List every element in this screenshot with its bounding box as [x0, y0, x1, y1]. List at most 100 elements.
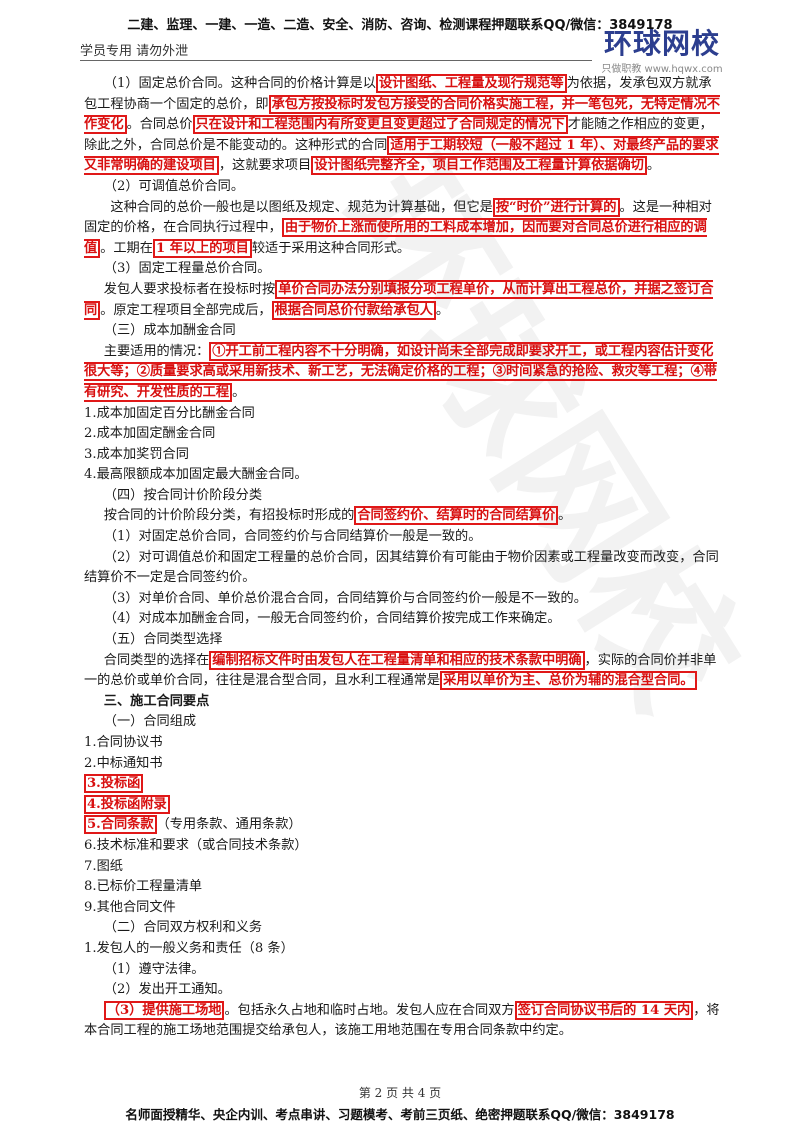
highlighted-text: 编制招标文件时由发包人在工程量清单和相应的技术条款中明确 — [209, 650, 585, 670]
header-ad-text: 二建、监理、一建、一造、二造、安全、消防、咨询、检测课程押题联系QQ/微信：38… — [127, 18, 673, 33]
body-text: （1）固定总价合同。这种合同的价格计算是以 — [103, 76, 376, 91]
body-text: 这种合同的总价一般也是以图纸及规定、规范为计算基础，但它是 — [110, 199, 493, 215]
highlighted-text: 5.合同条款 — [84, 815, 157, 835]
body-text: 1.成本加固定百分比酬金合同 — [84, 405, 255, 421]
para-site-provision: （3）提供施工场地。包括永久占地和临时占地。发包人应在合同双方签订合同协议书后的… — [84, 1000, 724, 1042]
list-item: （1）遵守法律。 — [84, 960, 724, 981]
body-text: （五）合同类型选择 — [103, 632, 223, 648]
heading-contract-composition: （一）合同组成 — [84, 712, 724, 733]
list-item: 3.成本加奖罚合同 — [84, 445, 724, 466]
body-text: （2）对可调值总价和固定工程量的总价合同，因其结算价有可能由于物价因素或工程量改… — [84, 549, 719, 586]
para-fixed-total: （1）固定总价合同。这种合同的价格计算是以设计图纸、工程量及现行规范等为依据，发… — [84, 74, 724, 177]
body-text: （一）合同组成 — [103, 714, 197, 730]
list-item: 4.投标函附录 — [84, 794, 724, 816]
body-text: ，实际的合同价并非单一的总价或单价合同，往往是混合型合同，且水利工程通常是 — [84, 652, 717, 689]
header-divider — [80, 60, 592, 61]
body-text: （专用条款、通用条款） — [156, 817, 302, 833]
body-text: 。合同总价 — [126, 117, 193, 133]
footer-ad-text: 名师面授精华、央企内训、考点串讲、习题模考、考前三页纸、绝密押题联系QQ/微信：… — [125, 1107, 675, 1122]
body-text: 2.成本加固定酬金合同 — [84, 426, 216, 442]
body-text: 。工期在 — [100, 240, 153, 256]
section-heading-text: 三、施工合同要点 — [103, 693, 210, 709]
para-adjustable-title: （2）可调值总价合同。 — [84, 177, 724, 198]
body-text: 。 — [435, 302, 450, 318]
para-fixed-quantity-body: 发包人要求投标者在投标时按单价合同办法分别填报分项工程单价，从而计算出工程总价，… — [84, 279, 724, 321]
para-stage-3: （3）对单价合同、单价总价混合合同，合同结算价与合同签约价一般是不一致的。 — [84, 589, 724, 610]
highlighted-text: 4.投标函附录 — [84, 794, 170, 814]
highlighted-text: 设计图纸完整齐全，项目工作范围及工程量计算依据确切 — [311, 156, 647, 176]
list-item: 3.投标函 — [84, 774, 724, 795]
body-text: 。 — [232, 384, 246, 400]
body-text: 3.成本加奖罚合同 — [84, 446, 189, 462]
body-text: 。包括永久占地和临时占地。发包人应在合同双方 — [224, 1002, 515, 1018]
para-stage-1: （1）对固定总价合同，合同签约价与合同结算价一般是一致的。 — [84, 527, 724, 548]
body-text: 1.发包人的一般义务和责任（8 条） — [84, 940, 294, 956]
body-text: ，这就要求项目 — [218, 158, 312, 174]
body-text: 。 — [558, 508, 572, 524]
list-item: 9.其他合同文件 — [84, 898, 724, 919]
highlighted-text: 只在设计和工程范围内有所变更且变更超过了合同规定的情况下 — [192, 115, 568, 135]
para-type-selection: 合同类型的选择在编制招标文件时由发包人在工程量清单和相应的技术条款中明确，实际的… — [84, 650, 724, 692]
highlighted-text: 签订合同协议书后的 14 天内 — [514, 1000, 694, 1020]
list-item: 7.图纸 — [84, 857, 724, 878]
list-item: 6.技术标准和要求（或合同技术条款） — [84, 836, 724, 857]
list-item: 1.合同协议书 — [84, 733, 724, 754]
para-stage-2: （2）对可调值总价和固定工程量的总价合同，因其结算价有可能由于物价因素或工程量改… — [84, 548, 724, 589]
body-text: 按合同的计价阶段分类，有招投标时形成的 — [103, 508, 355, 524]
body-text: 8.已标价工程量清单 — [84, 879, 203, 895]
highlighted-text: 根据合同总价付款给承包人 — [271, 300, 436, 320]
highlighted-text: （3）提供施工场地 — [103, 1000, 225, 1020]
highlighted-text: 采用以单价为主、总价为辅的混合型合同。 — [440, 671, 697, 691]
body-text: （4）对成本加酬金合同，一般无合同签约价，合同结算价按完成工作来确定。 — [103, 611, 561, 627]
body-text: （2）可调值总价合同。 — [103, 178, 245, 194]
para-pricing-stage: 按合同的计价阶段分类，有招投标时形成的合同签约价、结算时的合同结算价。 — [84, 506, 724, 527]
body-text: 合同类型的选择在 — [103, 652, 210, 668]
body-text: 为依据，发承包双方就承包工程协商一个固定的总价，即 — [84, 76, 712, 112]
para-fixed-quantity-title: （3）固定工程量总价合同。 — [84, 259, 724, 280]
section-title-key-points: 三、施工合同要点 — [84, 692, 724, 713]
body-text: 7.图纸 — [84, 858, 123, 874]
body-text: （二）合同双方权利和义务 — [103, 920, 263, 936]
logo-text: 环球网校 — [603, 27, 720, 60]
heading-pricing-stage: （四）按合同计价阶段分类 — [84, 486, 724, 507]
highlighted-text: 1 年以上的项目 — [152, 238, 252, 258]
body-text: （四）按合同计价阶段分类 — [103, 487, 263, 503]
para-cost-plus-usage: 主要适用的情况：①开工前工程内容不十分明确，如设计尚未全部完成即要求开工，或工程… — [84, 341, 724, 404]
body-text: 9.其他合同文件 — [84, 899, 176, 915]
list-item: 8.已标价工程量清单 — [84, 877, 724, 898]
document-body: （1）固定总价合同。这种合同的价格计算是以设计图纸、工程量及现行规范等为依据，发… — [84, 74, 724, 1042]
heading-rights-obligations: （二）合同双方权利和义务 — [84, 918, 724, 939]
list-item: （2）发出开工通知。 — [84, 980, 724, 1001]
highlighted-text: 按“时价”进行计算的 — [492, 197, 620, 217]
body-text: ，将本合同工程的施工场地范围提交给承包人，该施工用地范围在专用合同条款中约定。 — [84, 1002, 720, 1039]
brand-logo: 环球网校 只做职教 www.hqwx.com — [592, 27, 732, 76]
body-text: （三）成本加酬金合同 — [103, 323, 236, 339]
body-text: 。原定工程项目全部完成后， — [100, 302, 272, 318]
list-item: 2.成本加固定酬金合同 — [84, 424, 724, 445]
highlighted-text: 合同签约价、结算时的合同结算价 — [354, 506, 559, 526]
body-text: （1）遵守法律。 — [103, 961, 205, 977]
body-text: 才能随之作相应的变更，除此之外，合同总价是不能变动的。这种形式的合同 — [84, 117, 713, 153]
body-text: 6.技术标准和要求（或合同技术条款） — [84, 837, 308, 853]
para-stage-4: （4）对成本加酬金合同，一般无合同签约价，合同结算价按完成工作来确定。 — [84, 609, 724, 630]
body-text: （1）对固定总价合同，合同签约价与合同结算价一般是一致的。 — [103, 529, 482, 545]
body-text: 发包人要求投标者在投标时按 — [103, 281, 276, 297]
body-text: 。这是一种相对固定的价格，在合同执行过程中， — [84, 199, 712, 236]
list-item: 5.合同条款（专用条款、通用条款） — [84, 815, 724, 836]
list-item: 2.中标通知书 — [84, 754, 724, 775]
body-text: 2.中标通知书 — [84, 755, 163, 771]
body-text: 4.最高限额成本加固定最大酬金合同。 — [84, 467, 308, 483]
logo-subtitle: 只做职教 www.hqwx.com — [601, 64, 723, 75]
body-text: 。 — [646, 158, 661, 174]
body-text: 1.合同协议书 — [84, 735, 163, 750]
body-text: 较适于采用这种合同形式。 — [251, 240, 411, 256]
highlighted-text: 3.投标函 — [84, 774, 144, 794]
highlighted-text: 适用于工期较短（一般不超过 1 年）、对最终产品的要求又非常明确的建设项目 — [84, 135, 719, 176]
heading-type-selection: （五）合同类型选择 — [84, 630, 724, 651]
list-item: 1.成本加固定百分比酬金合同 — [84, 404, 724, 425]
list-item: 1.发包人的一般义务和责任（8 条） — [84, 939, 724, 960]
body-text: （2）发出开工通知。 — [103, 982, 231, 998]
highlighted-text: ①开工前工程内容不十分明确，如设计尚未全部完成即要求开工，或工程内容估计变化很大… — [84, 341, 717, 402]
highlighted-text: 单价合同办法分别填报分项工程单价，从而计算出工程总价，并据之签订合同 — [84, 279, 714, 320]
highlighted-text: 承包方按投标时发包方接受的合同价格实施工程，并一笔包死，无特定情况不作变化 — [84, 94, 720, 135]
